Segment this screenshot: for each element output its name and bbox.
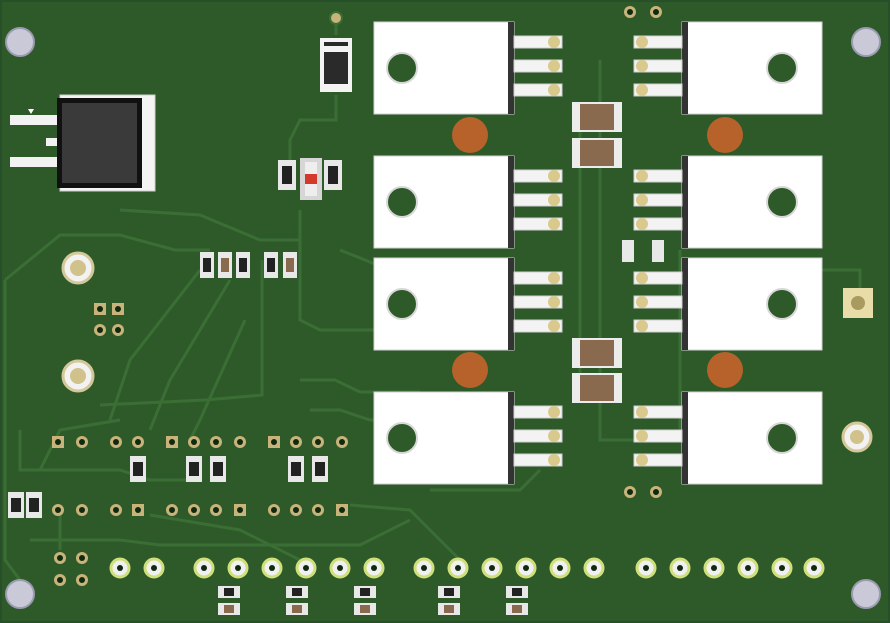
- left-side-pads: [61, 251, 124, 393]
- to220-transistor: [373, 21, 563, 115]
- right-side-pads: [841, 288, 873, 453]
- electrolytic-caps: [452, 117, 743, 388]
- smd-passives-row: [200, 252, 297, 278]
- to220-transistor: [633, 155, 823, 249]
- bottom-smd-resistors: [8, 456, 328, 518]
- to220-transistor: [633, 21, 823, 115]
- top-pads: [624, 6, 662, 498]
- bottom-pad-rows: [52, 436, 825, 586]
- to220-transistor: [633, 391, 823, 485]
- bottom-smd-pairs: [218, 586, 528, 615]
- voltage-regulator-package: [10, 94, 156, 192]
- to220-transistor: [373, 391, 563, 485]
- diode-component: [320, 11, 352, 92]
- transistor-column-right: [633, 21, 823, 485]
- to220-transistor: [633, 257, 823, 351]
- mounting-holes: [5, 27, 881, 609]
- transistor-column-left: [373, 21, 563, 485]
- center-ceramic-caps: [572, 102, 664, 403]
- to220-transistor: [373, 257, 563, 351]
- led-resistor-group: [278, 158, 342, 200]
- to220-transistor: [373, 155, 563, 249]
